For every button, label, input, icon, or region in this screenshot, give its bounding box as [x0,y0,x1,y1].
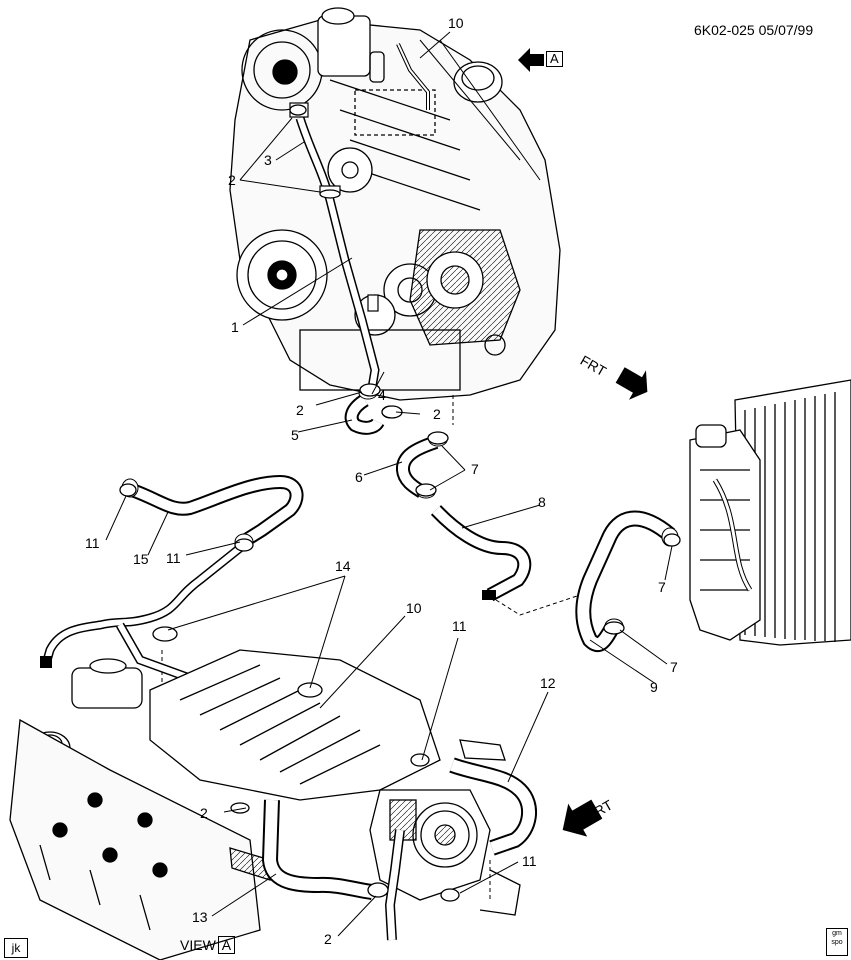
hose-15 [121,474,304,551]
frt-lower-arrow [562,799,603,837]
callout-2-mid-left: 2 [296,402,304,418]
callout-6: 6 [355,469,363,485]
radiator-illustration [689,379,851,646]
hose-12 [449,757,538,856]
frt-upper-label: FRT [578,352,610,380]
callout-8: 8 [538,494,546,510]
callout-15: 15 [133,551,149,567]
drawing-reference-code: 6K02-025 05/07/99 [694,22,814,38]
callout-10-lower: 10 [406,600,422,616]
hose-13 [261,799,405,941]
callout-1: 1 [231,319,239,335]
view-a-marker: A [546,51,563,67]
callout-2-bottom: 2 [324,931,332,947]
callout-11-upper-right: 11 [452,618,467,634]
callout-7-radiator-upper: 7 [658,579,666,595]
callouts: 10 2 3 1 4 2 2 5 6 7 8 11 15 11 14 10 11… [85,15,678,947]
callout-11-lower-right: 11 [522,853,537,869]
callout-11-mid: 11 [166,550,181,566]
frt-upper-arrow [615,367,648,400]
lower-engine-illustration [9,649,521,960]
gm-spo-logo: gm spo [826,928,848,956]
callout-7-mid: 7 [471,461,479,477]
callout-3: 3 [264,152,272,168]
upper-engine-illustration [229,7,561,401]
callout-2-mid-right: 2 [433,406,441,422]
callout-12: 12 [540,675,556,691]
callout-leader-lines [105,31,673,937]
callout-2-lower-left: 2 [200,805,208,821]
callout-2-upper-left: 2 [228,172,236,188]
callout-4: 4 [378,387,386,403]
view-label: VIEW [180,937,216,953]
view-letter: A [217,936,236,954]
artist-initials: jk [4,938,28,958]
callout-10-top: 10 [448,15,464,31]
hose-clamps [119,104,681,902]
callout-13: 13 [192,909,208,925]
view-a-arrow [518,48,544,72]
callout-9: 9 [650,679,658,695]
callout-7-radiator-lower: 7 [670,659,678,675]
callout-11-left: 11 [85,535,100,551]
callout-5: 5 [291,427,299,443]
view-a-marker-letter: A [550,51,559,66]
hose-8 [430,505,532,602]
callout-14: 14 [335,558,351,574]
